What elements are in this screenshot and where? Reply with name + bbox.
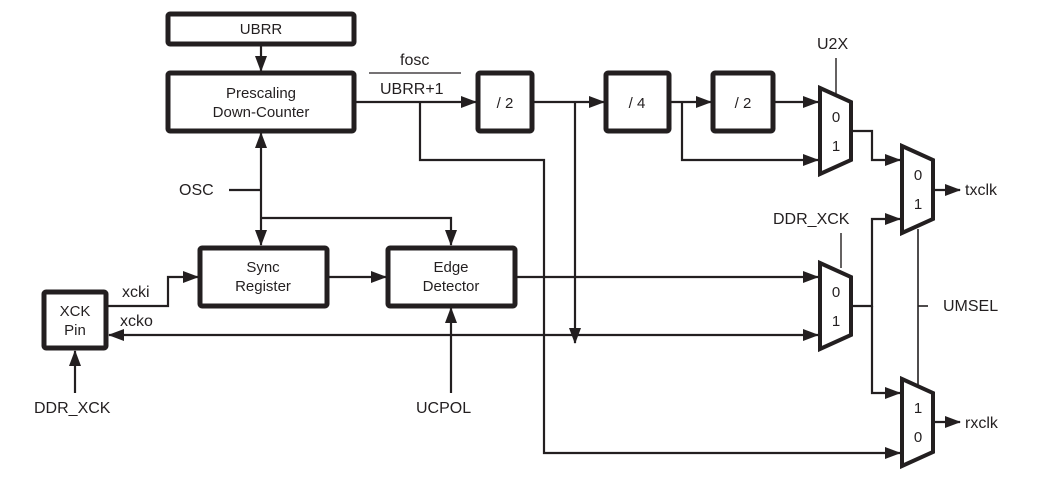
div2b-block: / 2	[710, 70, 776, 134]
wire-ddr-to-tx-mux	[851, 213, 901, 308]
tx-mux-in1: 1	[914, 196, 922, 213]
u2x-label: U2X	[817, 36, 848, 53]
edge-label-1: Edge	[433, 259, 468, 276]
tx-mux: 0 1	[900, 142, 935, 237]
ddr-mux: 0 1	[818, 259, 853, 353]
ubrr-label: UBRR	[240, 21, 283, 38]
xcko-label: xcko	[120, 313, 153, 330]
wire-prescaler-to-rx-mux	[418, 102, 901, 459]
div2b-label: / 2	[735, 95, 752, 112]
ubrr-block: UBRR	[165, 11, 357, 47]
div4-block: / 4	[603, 70, 672, 134]
prescaler-block: Prescaling Down-Counter	[165, 70, 357, 134]
xck-pin-block: XCK Pin	[41, 289, 109, 351]
div2-block: / 2	[475, 70, 535, 134]
xck-pin-label-2: Pin	[64, 322, 86, 339]
div4-label: / 4	[629, 95, 646, 112]
edge-detector-block: Edge Detector	[385, 245, 518, 309]
rx-mux-in1: 1	[914, 400, 922, 417]
wire-ddr-to-rx-mux	[870, 306, 901, 399]
edge-label-2: Detector	[423, 278, 480, 295]
div2-label: / 2	[497, 95, 514, 112]
u2x-mux-in0: 0	[832, 109, 840, 126]
wire-u2x-to-tx-mux	[851, 129, 901, 166]
tx-mux-in0: 0	[914, 167, 922, 184]
wire-xcki	[107, 271, 199, 308]
u2x-mux: 0 1	[818, 84, 853, 178]
sync-label-1: Sync	[246, 259, 280, 276]
osc-label: OSC	[179, 182, 214, 199]
ubrr-plus-1-label: UBRR+1	[380, 81, 444, 98]
rx-mux-in0: 0	[914, 429, 922, 446]
xcki-label: xcki	[122, 284, 150, 301]
wire-osc-to-edge	[261, 216, 457, 246]
fosc-label: fosc	[400, 52, 429, 69]
ucpol-label: UCPOL	[416, 400, 471, 417]
ddr-mux-in1: 1	[832, 313, 840, 330]
prescaler-label-2: Down-Counter	[213, 104, 310, 121]
ddr-xck-select-label: DDR_XCK	[773, 211, 850, 228]
u2x-mux-in1: 1	[832, 138, 840, 155]
ddr-mux-in0: 0	[832, 284, 840, 301]
xck-pin-label-1: XCK	[60, 303, 91, 320]
umsel-label: UMSEL	[943, 298, 998, 315]
ddr-xck-label: DDR_XCK	[34, 400, 111, 417]
txclk-label: txclk	[965, 182, 998, 199]
prescaler-label-1: Prescaling	[226, 85, 296, 102]
rxclk-label: rxclk	[965, 415, 999, 432]
wire-div4-to-u2x-mux	[680, 102, 819, 166]
sync-register-block: Sync Register	[197, 245, 330, 309]
rx-mux: 1 0	[900, 375, 935, 470]
sync-label-2: Register	[235, 278, 291, 295]
